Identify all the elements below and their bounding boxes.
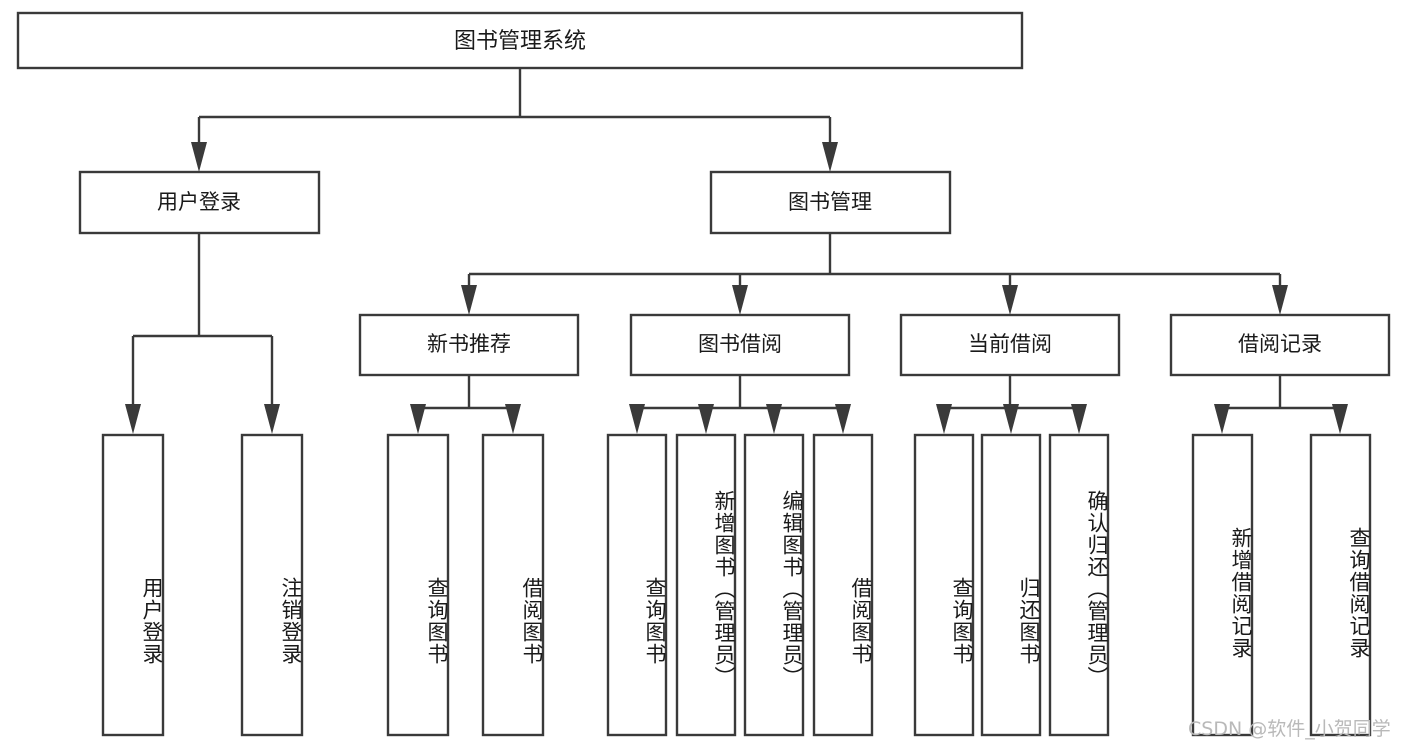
arrow-head-leaf-newbook-2 (505, 404, 521, 434)
arrow-head-leaf-bookborrow-4 (835, 404, 851, 434)
leaf-box-currentborrow-1[interactable] (913, 433, 975, 737)
arrow-head-currentborrow (1002, 285, 1018, 315)
connector-group-bookborrow (629, 375, 851, 434)
node-book-borrow[interactable]: 图书借阅 (629, 313, 851, 377)
leaf-box-borrowrecords-2[interactable] (1309, 433, 1372, 737)
node-book-borrow-label: 图书借阅 (698, 332, 782, 356)
connector-group-userlogin (125, 233, 280, 434)
leaf-box-bookborrow-3[interactable] (743, 433, 805, 737)
node-book-management-box[interactable] (709, 170, 952, 235)
node-borrow-records-label: 借阅记录 (1238, 332, 1322, 356)
connector-group-borrowrecords (1214, 375, 1348, 434)
node-root[interactable]: 图书管理系统 (16, 11, 1024, 70)
watermark-text: CSDN @软件_小贺同学 (1188, 718, 1391, 740)
arrow-head-leaf-borrowrecords-1 (1214, 404, 1230, 434)
node-book-management[interactable]: 图书管理 (709, 170, 952, 235)
connector-group-currentborrow (936, 375, 1087, 434)
arrow-head-bookborrow (732, 285, 748, 315)
leaf-box-currentborrow-2[interactable] (980, 433, 1042, 737)
arrow-head-borrowrecords (1272, 285, 1288, 315)
node-borrow-records-box[interactable] (1169, 313, 1391, 377)
node-current-borrow-box[interactable] (899, 313, 1121, 377)
leaf-box-user-login-2[interactable] (240, 433, 304, 737)
arrow-head-newbook (461, 285, 477, 315)
node-current-borrow-label: 当前借阅 (968, 332, 1052, 356)
arrow-head-leaf-currentborrow-1 (936, 404, 952, 434)
arrow-head-leaf-borrowrecords-2 (1332, 404, 1348, 434)
arrow-head-userlogin (191, 142, 207, 172)
node-root-box[interactable] (16, 11, 1024, 70)
arrow-head-leaf-newbook-1 (410, 404, 426, 434)
leaf-box-bookborrow-2[interactable] (675, 433, 737, 737)
leaf-box-bookborrow-1[interactable] (606, 433, 668, 737)
arrow-head-leaf-bookborrow-1 (629, 404, 645, 434)
node-new-book-recommend[interactable]: 新书推荐 (358, 313, 580, 377)
leaf-box-bookborrow-4[interactable] (812, 433, 874, 737)
leaf-box-currentborrow-3[interactable] (1048, 433, 1110, 737)
arrow-head-leaf-bookborrow-2 (698, 404, 714, 434)
connector-group-newbook (410, 375, 521, 434)
node-current-borrow[interactable]: 当前借阅 (899, 313, 1121, 377)
arrow-head-leaf-user-login-1 (125, 404, 141, 434)
node-root-label: 图书管理系统 (454, 29, 586, 54)
node-book-borrow-box[interactable] (629, 313, 851, 377)
node-book-management-label: 图书管理 (788, 190, 872, 214)
node-user-login[interactable]: 用户登录 (78, 170, 321, 235)
arrow-head-bookmgmt (822, 142, 838, 172)
connector-group-bookmgmt (461, 233, 1288, 315)
arrow-head-leaf-currentborrow-3 (1071, 404, 1087, 434)
node-new-book-recommend-label: 新书推荐 (427, 332, 511, 356)
node-user-login-label: 用户登录 (157, 190, 241, 214)
node-new-book-recommend-box[interactable] (358, 313, 580, 377)
node-user-login-box[interactable] (78, 170, 321, 235)
leaf-box-newbook-2[interactable] (481, 433, 545, 737)
arrow-head-leaf-currentborrow-2 (1003, 404, 1019, 434)
leaf-box-user-login-1[interactable] (101, 433, 165, 737)
arrow-head-leaf-user-login-2 (264, 404, 280, 434)
arrow-head-leaf-bookborrow-3 (766, 404, 782, 434)
leaf-box-borrowrecords-1[interactable] (1191, 433, 1254, 737)
leaf-box-newbook-1[interactable] (386, 433, 450, 737)
node-borrow-records[interactable]: 借阅记录 (1169, 313, 1391, 377)
connector-group-root (191, 68, 838, 172)
